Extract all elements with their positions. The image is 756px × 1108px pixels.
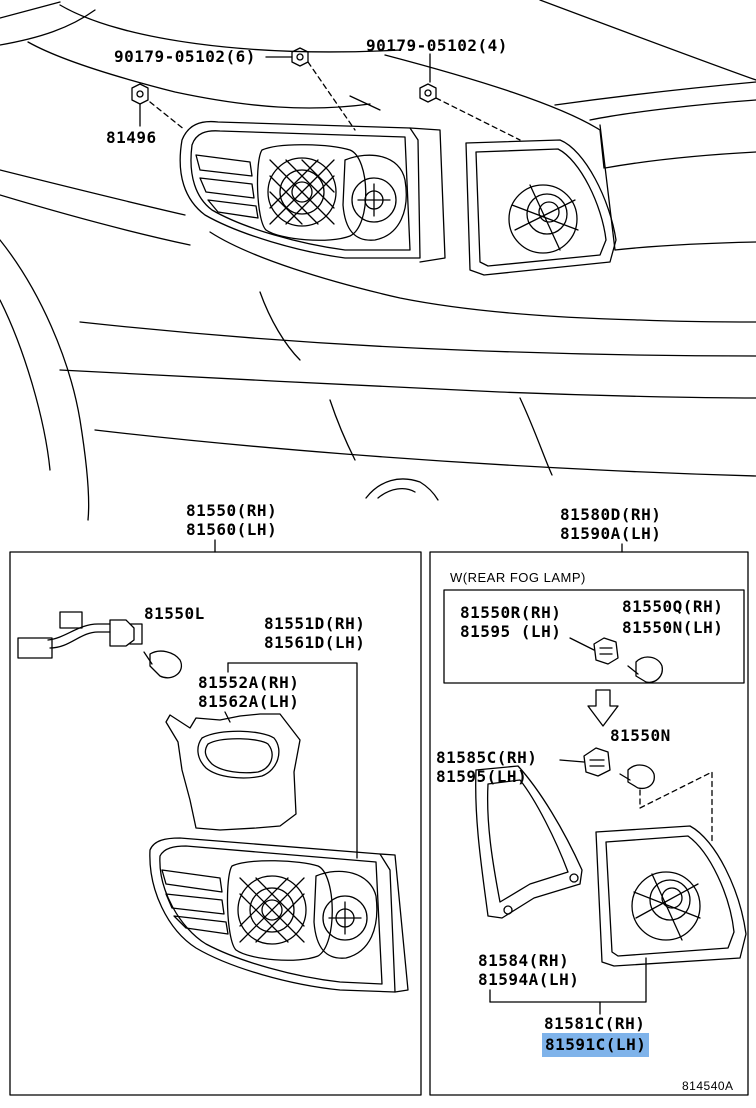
inner-gasket — [475, 765, 583, 919]
label-clip: 81496 — [106, 128, 157, 147]
label-nut-right: 90179-05102(4) — [366, 36, 508, 55]
down-arrow — [587, 689, 619, 727]
label-inner-gasket-rh: 81584(RH) — [478, 951, 570, 970]
label-nut-left: 90179-05102(6) — [114, 47, 256, 66]
label-lens-body-lh: 81561D(LH) — [264, 633, 366, 652]
leader-lines-upper — [149, 61, 521, 141]
label-inner-gasket-lh: 81594A(LH) — [478, 970, 580, 989]
socket-and-bulb — [559, 747, 655, 790]
fog-socket — [569, 637, 663, 683]
label-inner-lens-rh: 81581C(RH) — [544, 1014, 646, 1033]
label-socket-rh: 81585C(RH) — [436, 748, 538, 767]
label-fog-bulb-q: 81550Q(RH) — [622, 597, 724, 616]
label-fog-socket-rh: 81550R(RH) — [460, 603, 562, 622]
leader-solid-upper — [139, 56, 623, 553]
label-gasket-lh: 81562A(LH) — [198, 692, 300, 711]
label-lamp-assy-rh: 81550(RH) — [186, 501, 278, 520]
gasket-left — [165, 713, 301, 831]
lower-outer-lamp — [149, 837, 409, 993]
lower-inner-lamp — [595, 825, 747, 967]
diagram-code: 814540A — [682, 1079, 734, 1093]
label-inner-lens-lh[interactable]: 81591C(LH) — [542, 1033, 650, 1057]
leader-lines-left — [224, 662, 358, 859]
label-lens-body-rh: 81551D(RH) — [264, 614, 366, 633]
dashed-link-right — [639, 771, 713, 843]
label-inner-lamp-rh: 81580D(RH) — [560, 505, 662, 524]
label-bulb-l: 81550L — [144, 604, 205, 623]
label-fog-lamp-title: W(REAR FOG LAMP) — [450, 570, 586, 585]
label-fog-bulb-n: 81550N(LH) — [622, 618, 724, 637]
label-bulb-n: 81550N — [610, 726, 671, 745]
label-socket-lh: 81595(LH) — [436, 767, 528, 786]
label-fog-socket-lh: 81595 (LH) — [460, 622, 562, 641]
car-body-outline — [0, 0, 756, 521]
label-inner-lamp-lh: 81590A(LH) — [560, 524, 662, 543]
label-lamp-assy-lh: 81560(LH) — [186, 520, 278, 539]
upper-inner-lamp — [465, 139, 617, 276]
wire-harness — [17, 611, 183, 679]
leader-lines-right — [489, 957, 647, 1015]
label-gasket-rh: 81552A(RH) — [198, 673, 300, 692]
upper-outer-lamp — [179, 120, 446, 263]
frames — [9, 551, 749, 1096]
